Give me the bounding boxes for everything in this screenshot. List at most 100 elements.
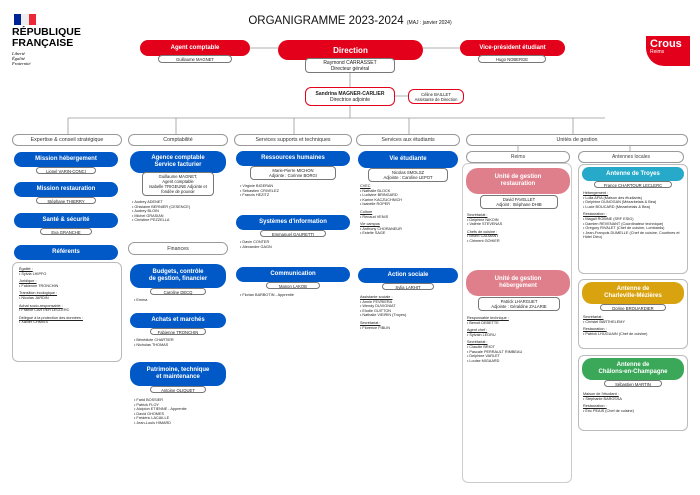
section-supports: Services supports et techniques — [234, 134, 352, 146]
agence-member: Audrey ADENET — [134, 200, 163, 204]
adjointe-name: Sandrina MAGNER-CARLIER — [315, 91, 385, 97]
budgets-label2: de gestion, financier — [148, 276, 208, 282]
budgets-list: • Emma — [134, 298, 148, 302]
budgets-box: Budgets, contrôle de gestion, financier — [130, 264, 226, 288]
patrimoine-member: Alcipion ETIENNE - Apprentie — [136, 407, 187, 412]
ug-restauration-box: Unité de gestion restauration — [466, 168, 570, 194]
patrimoine-box: Patrimoine, technique et maintenance — [130, 362, 226, 386]
action-member: Annie FEVRIERA — [362, 299, 393, 304]
patrimoine-member: Patrick FLOY — [136, 402, 159, 407]
ug-member: Valérie STEVENAS — [469, 222, 503, 227]
sante-securite-label: Santé & sécurité — [42, 217, 90, 223]
action-sociale-name: Sylia LARHIT — [395, 285, 421, 290]
patrimoine-name: Antoine OLIQUET — [161, 388, 195, 393]
action-member: Florence FIBLIN — [362, 325, 391, 330]
communication-box: Communication — [236, 267, 350, 282]
action-group-title: Assistante sociale : — [360, 295, 393, 299]
vie-member: Renaud VENIS — [362, 214, 389, 219]
rh-label: Ressources humaines — [261, 155, 325, 161]
antenne-charleville-box: Antenne de Charleville-Mézières — [582, 282, 684, 304]
charleville-group-title: Secrétariat : — [583, 315, 604, 319]
agence-line: fondée de pouvoir — [161, 189, 195, 194]
french-flag-icon — [14, 14, 36, 25]
antenne-chalons-list: Maison de l'étudiant : • Stéphanie BAROS… — [583, 392, 685, 413]
agence-member: Ghislaine BERNIER (CESENCE) — [134, 204, 191, 209]
rh-member: Francis HEZITZ — [242, 193, 270, 198]
vie-etudiante-adjointe: Adjointe : Caroline LEPOT — [383, 175, 433, 180]
section-expertise: Expertise & conseil stratégique — [12, 134, 122, 146]
si-member: Alexandre GAGN — [242, 244, 272, 249]
ug-restauration-list: Secrétariat : • Delphine NIKOIN • Valéri… — [467, 213, 567, 244]
agence-comptable-label: Agence comptable — [151, 155, 205, 161]
rh-person: Marie-Pierre MICHON — [272, 168, 314, 173]
action-member: Elodie GUITTON — [362, 308, 392, 313]
section-finances-label: Finances — [167, 245, 189, 252]
budgets-member: Emma — [136, 298, 148, 302]
crous-logo: Crous Reims — [646, 36, 690, 66]
ug-member: Louise MIGAARD — [469, 358, 500, 363]
achats-box: Achats et marchés — [130, 313, 226, 328]
rh-box: Ressources humaines — [236, 151, 350, 166]
chalons-member: Stéphanie BAROSSA — [585, 396, 622, 401]
ug-group-title: Chefs de cuisine : — [467, 229, 498, 234]
direction-box: Direction — [278, 40, 423, 60]
logo-line1: RÉPUBLIQUE — [12, 26, 81, 38]
antenne-chalons-label: Antenne de — [616, 362, 650, 368]
agence-comptable-list: • Audrey ADENET • Ghislaine BERNIER (CES… — [132, 200, 191, 223]
adjointe-role: Directrice adjointe — [329, 97, 371, 103]
chalons-group-title: Restauration : — [583, 404, 607, 409]
communication-list: • Florian BARBOTIN - Apprentie — [240, 293, 294, 297]
referent-item: Égalité :• Sylvia LHIPFO — [19, 267, 115, 276]
ug-member: Claudie BRIOT — [469, 344, 495, 349]
direction-person: Raymond CARRASSET Directeur général — [305, 58, 395, 73]
ug-group-title: Secrétariat : — [467, 213, 488, 217]
ug-member: Bruno CALMANT — [469, 234, 499, 239]
antennes-header: Antennes locales — [578, 151, 684, 163]
ug-hebergement-box: Unité de gestion hébergement — [466, 270, 570, 296]
si-list: • Davin CONTER • Alexandre GAGN — [240, 240, 272, 249]
chalons-group-title: Maison de l'étudiant : — [583, 392, 619, 396]
action-member: Nathalie VIEIRIN (Troyes) — [362, 313, 407, 318]
si-box: Systèmes d'information — [236, 215, 350, 230]
antenne-chalons-person: Sébastien MARTIN — [604, 380, 662, 387]
vie-member: Karine KACZUCHNICH — [362, 197, 403, 202]
referent-role: Égalité : — [19, 267, 33, 271]
referents-list: Égalité :• Sylvia LHIPFO Juridique :• Fa… — [12, 262, 122, 362]
reims-label: Reims — [510, 154, 526, 160]
antenne-charleville-label: Antenne de — [616, 286, 650, 292]
patrimoine-list: • Farid BOSSIER • Patrick FLOY • Alcipio… — [134, 398, 187, 425]
agent-comptable-name: Guillaume MAGNET — [176, 57, 214, 62]
sante-securite-person: Eva GRANCHE — [40, 228, 92, 235]
agence-comptable-label2: Service facturier — [154, 162, 202, 168]
ug-hebergement-adjointe: Adjointe : Géraldine ZALARIE — [491, 304, 547, 309]
rh-person-adjointe: Adjointe : Corinne BORGI — [269, 173, 317, 178]
troyes-member: Lucie BOUCARD (Mézarbelais & Bea) — [585, 204, 650, 209]
rh-persons: Marie-Pierre MICHON Adjointe : Corinne B… — [250, 166, 336, 180]
si-label: Systèmes d'information — [259, 219, 327, 225]
mission-restauration-box: Mission restauration — [14, 182, 118, 197]
assistante-name: Céline BAILLET — [421, 92, 451, 97]
ug-member: Pascale PERRAULT RIMBEAU — [469, 349, 523, 354]
achats-member: Bénédicte CHARTIER — [136, 338, 174, 342]
rh-member: Virginie BIGERAN — [242, 184, 274, 188]
crous-region: Reims — [650, 49, 665, 55]
si-member: Davin CONTER — [242, 240, 270, 244]
agence-member: Michel GRASIAN — [134, 213, 164, 218]
antenne-troyes-box: Antenne de Troyes — [582, 167, 684, 181]
achats-member: Nicholas THOMAS — [136, 342, 169, 347]
ug-restauration-persons: David FAVELLET Adjoint : Stéphane DHIB — [480, 195, 558, 209]
mission-hebergement-box: Mission hébergement — [14, 152, 118, 167]
rh-member: Sébastien CRIVELEZ — [242, 188, 279, 193]
antenne-chalons-label2: Châlons-en-Champagne — [598, 369, 668, 375]
vie-group-title: Vie campus — [360, 222, 380, 227]
vie-member: Anthony CHORANEUR — [362, 226, 402, 231]
action-sociale-label: Action sociale — [387, 272, 429, 278]
agence-line: Guillaume MAGNET, — [158, 174, 198, 179]
communication-label: Communication — [270, 271, 316, 277]
action-sociale-list: Assistante sociale : • Annie FEVRIERA • … — [360, 295, 458, 330]
agent-comptable-person: Guillaume MAGNET — [158, 55, 232, 63]
section-etudiants-label: Services aux étudiants — [381, 137, 435, 143]
charleville-member: Patrick LHUGUAIN (Chef de cuisine) — [585, 331, 648, 336]
ug-group-title: Responsable technique : — [467, 316, 509, 320]
si-person: Emmanuel GAURETTI — [260, 230, 326, 237]
